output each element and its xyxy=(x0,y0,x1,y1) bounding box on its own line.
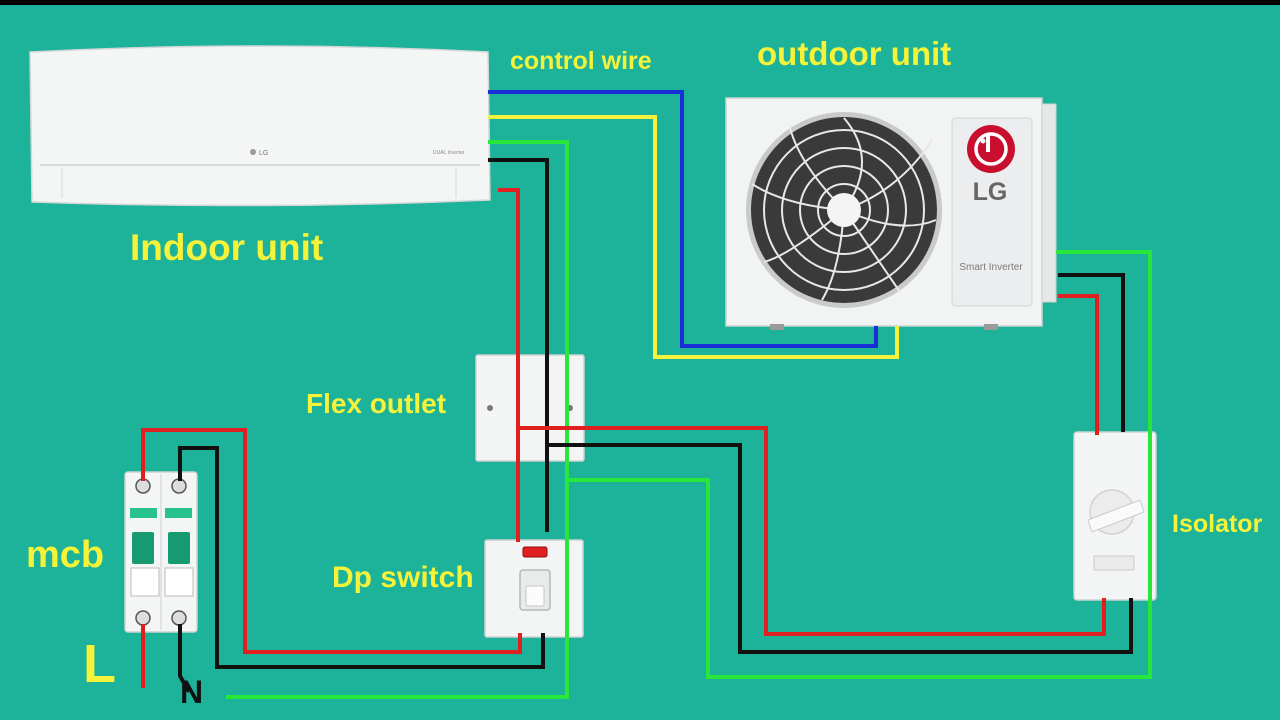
isolator-switch xyxy=(1073,431,1157,601)
isolator-label: Isolator xyxy=(1172,510,1263,538)
indoor-logo-text: LG xyxy=(259,150,268,157)
live-label: L xyxy=(83,634,116,694)
neutral-label: N xyxy=(180,674,204,710)
fan-grille xyxy=(746,112,942,308)
diagram-canvas: LG DUAL Inverter xyxy=(0,5,1280,720)
supply-neutral-wire xyxy=(178,624,191,693)
flex-outlet-label: Flex outlet xyxy=(306,388,447,419)
outdoor-live-wire xyxy=(1058,294,1099,435)
outdoor-badge-text: Smart Inverter xyxy=(959,262,1023,273)
wiring-diagram: LG DUAL Inverter xyxy=(29,45,1157,699)
dp-switch xyxy=(484,539,584,638)
outdoor-logo-text: LG xyxy=(973,178,1008,206)
dp-switch-label: Dp switch xyxy=(332,561,474,594)
indoor-logo-mark xyxy=(250,149,256,155)
mcb-breaker xyxy=(124,471,198,633)
indoor-live-wire xyxy=(498,188,520,542)
wires xyxy=(141,90,1152,699)
outdoor-unit: LG Smart Inverter xyxy=(725,97,1057,330)
outdoor-neutral-wire xyxy=(1058,273,1125,432)
lg-logo-icon xyxy=(967,125,1015,173)
control-wire-yellow xyxy=(488,115,899,359)
indoor-badge-text: DUAL Inverter xyxy=(433,150,465,156)
isolator-neutral-wire xyxy=(546,443,1133,654)
mcb-label: mcb xyxy=(26,534,105,576)
control-wire-label: control wire xyxy=(510,47,652,75)
indoor-earth-wire xyxy=(226,140,569,699)
mcb-neutral-wire xyxy=(178,446,545,669)
indoor-unit-label: Indoor unit xyxy=(130,227,324,268)
indoor-neutral-wire xyxy=(488,158,549,532)
mcb-live-wire xyxy=(141,428,522,654)
outdoor-unit-label: outdoor unit xyxy=(757,35,952,72)
indoor-unit: LG DUAL Inverter xyxy=(29,45,491,207)
isolator-earth-wire xyxy=(565,250,1152,679)
isolator-live-wire xyxy=(518,426,1106,636)
control-wire-blue xyxy=(488,90,878,348)
